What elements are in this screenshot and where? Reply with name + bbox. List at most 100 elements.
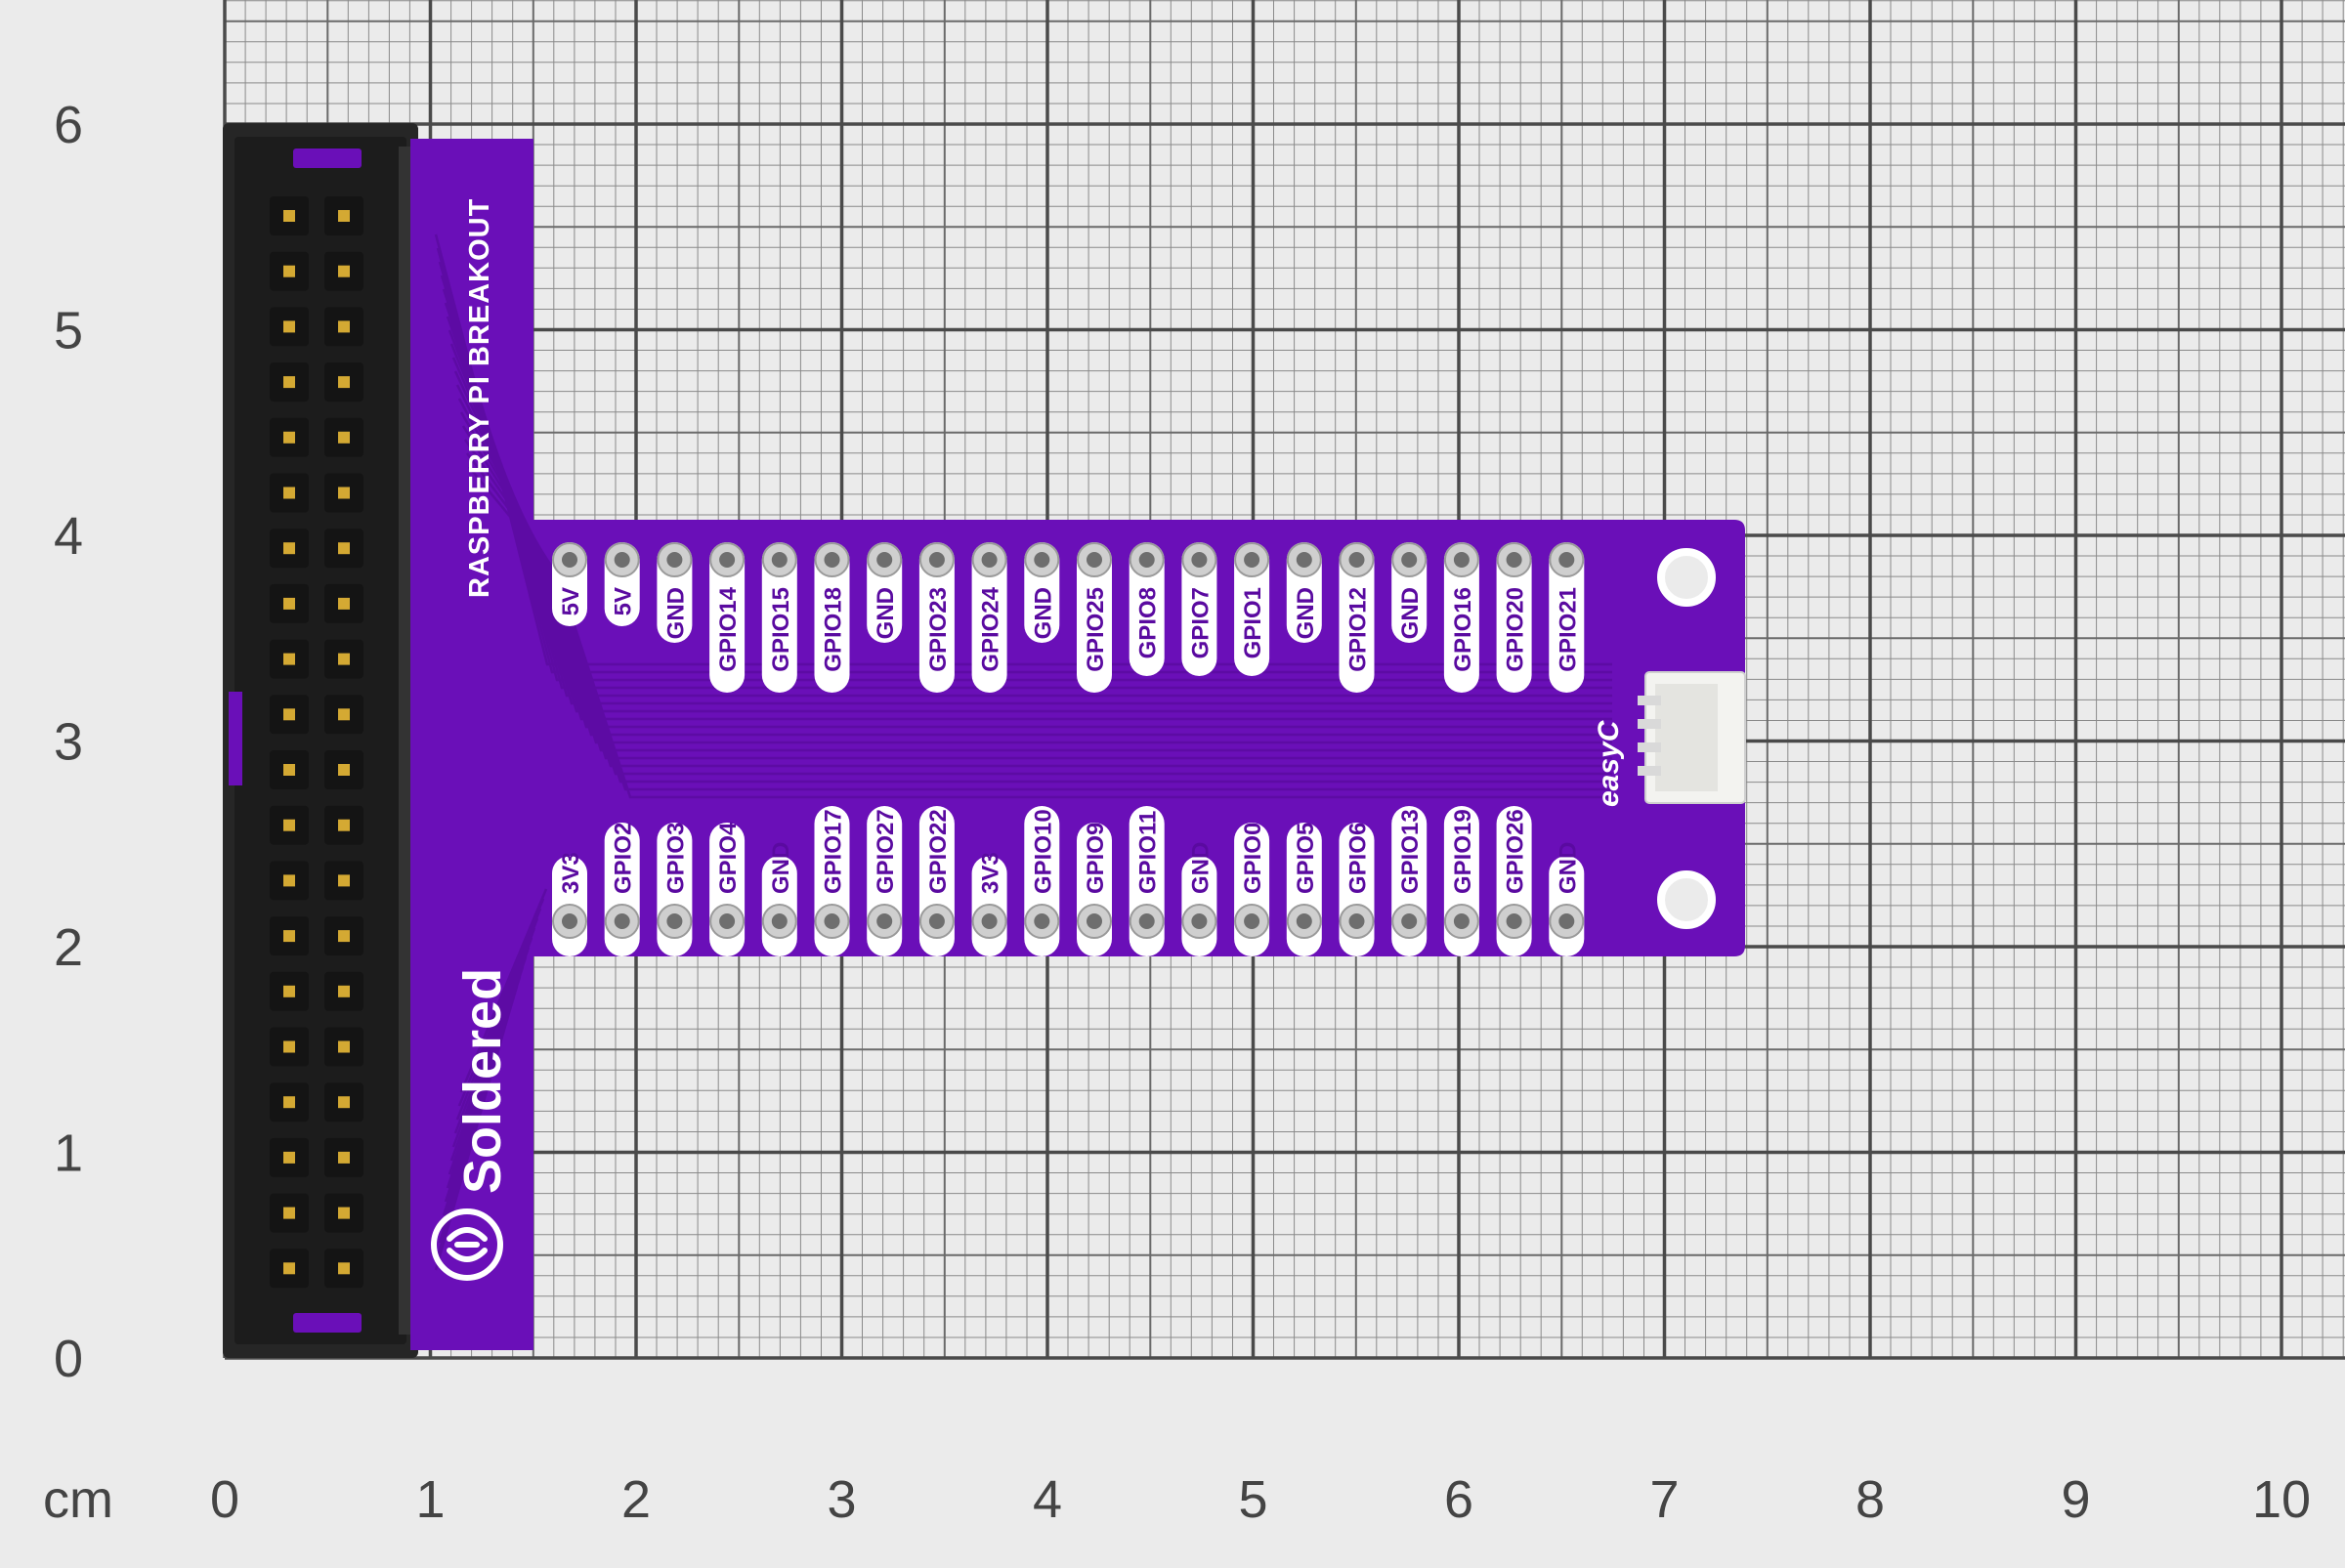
pin-hole [1558,913,1575,929]
header-pin [283,1096,295,1109]
pin-label: GPIO27 [873,809,899,894]
pin-label-tab [1549,542,1585,693]
pin-label: GND [1293,587,1319,639]
pcb-traces [434,233,1612,1271]
mounting-hole-bottom [1657,870,1716,929]
ruler-y-label: 0 [54,1330,83,1388]
ruler-x-label: 10 [2252,1470,2311,1529]
header-pin [283,708,295,721]
pin-hole [1453,913,1470,929]
pin-hole [1244,913,1260,929]
pin-label: GPIO5 [1293,823,1319,894]
ruler-y-label: 6 [54,96,83,154]
pcb-trace-lines [434,233,1612,1271]
pin-label: GND [1555,842,1581,894]
header-pin [283,487,295,499]
easyc-label: easyC [1593,719,1625,807]
pin-label: GPIO17 [821,809,847,894]
pin-label-tab [761,542,797,693]
pin-label: GPIO4 [715,822,742,894]
header-pin [283,819,295,831]
header-pin [338,874,350,887]
header-pin [283,930,295,943]
ruler-y-label: 1 [54,1124,83,1183]
pin-hole [824,552,840,568]
pin-label-tab [1234,542,1270,676]
header-pin [283,376,295,389]
pin-label: GND [1397,587,1424,639]
pin-hole [876,913,893,929]
pin-hole [771,552,788,568]
ruler-x-label: 0 [210,1470,239,1529]
board-title: RASPBERRY PI BREAKOUT [464,198,495,598]
pin-hole [1034,913,1050,929]
pin-label-tab [971,542,1007,693]
header-pin [283,764,295,776]
ruler-y-label: 5 [54,302,83,360]
pin-label: GPIO18 [821,587,847,672]
pin-label-tab [1443,542,1479,693]
pin-hole [719,913,736,929]
pin-hole [1296,913,1312,929]
pin-label-tab [1077,542,1112,693]
pin-hole [1506,913,1522,929]
ruler-x-label: 5 [1238,1470,1267,1529]
pin-label: GPIO15 [768,587,794,672]
pin-label: GPIO19 [1450,809,1476,894]
header-pin [338,487,350,499]
pin-label: GPIO9 [1083,823,1109,894]
pin-hole [666,913,683,929]
pin-label-tab [1339,542,1375,693]
pin-hole [981,913,998,929]
header-pin [338,1151,350,1164]
pin-hole [771,913,788,929]
header-pin [283,210,295,222]
header-pins [270,196,363,1289]
pin-label: 5V [558,587,584,615]
pin-label-tab [1181,542,1217,676]
pin-label: GND [873,587,899,639]
ruler-x-label: 9 [2061,1470,2090,1529]
ruler-x-label: 8 [1855,1470,1885,1529]
ruler-x-label: 4 [1033,1470,1062,1529]
pin-hole [1138,552,1155,568]
header-pin [338,1207,350,1219]
header-key-notch-top [293,148,362,168]
pin-label: GPIO21 [1555,587,1581,672]
header-pin [338,985,350,997]
pin-label: GPIO12 [1345,587,1372,672]
pin-hole [1191,552,1208,568]
pin-label-tab [709,542,746,693]
header-pin [283,1151,295,1164]
header-pin [283,265,295,277]
pin-label-tab [814,542,850,693]
header-pin [338,597,350,610]
pin-hole [1348,913,1365,929]
pin-label: GPIO0 [1240,823,1266,894]
header-pin [338,930,350,943]
pin-label: GPIO23 [925,587,952,672]
ruler-x-label: 2 [621,1470,651,1529]
pin-label-tab [1129,542,1165,676]
ruler-unit-label: cm [43,1470,113,1529]
header-pin [338,1096,350,1109]
header-key-notch-bottom [293,1313,362,1333]
pin-label: GPIO2 [611,823,637,894]
header-pin [283,653,295,665]
pin-hole [1191,913,1208,929]
header-latch [229,692,242,785]
header-pin [283,1040,295,1053]
pin-label: GPIO8 [1135,587,1162,658]
header-pin [338,376,350,389]
pin-hole [719,552,736,568]
pin-hole [1034,552,1050,568]
easyc-connector [1638,671,1746,804]
header-pin [338,431,350,444]
pin-label: 3V3 [978,852,1004,894]
brand-label: Soldered [453,968,512,1194]
